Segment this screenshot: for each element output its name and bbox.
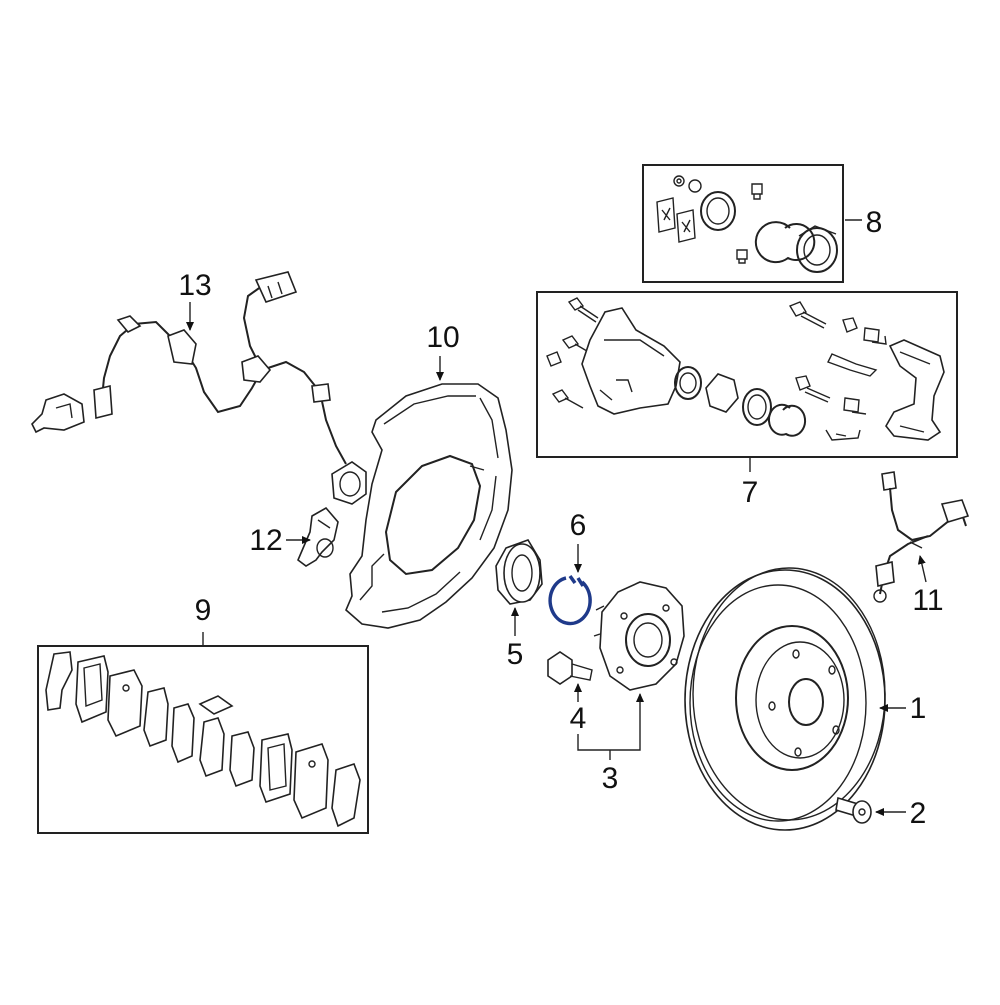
callout-6: 6 xyxy=(570,509,587,542)
part-3-hub[interactable] xyxy=(593,581,685,691)
callout-10: 10 xyxy=(426,321,459,354)
part-9-brake-pad-set[interactable] xyxy=(45,651,361,828)
part-2-rotor-screw[interactable] xyxy=(835,796,872,824)
box-caliper-7 xyxy=(536,291,958,458)
leader-lines xyxy=(186,219,927,816)
part-1-brake-rotor[interactable] xyxy=(684,567,886,831)
callout-1: 1 xyxy=(910,692,927,725)
box-seal-kit-8 xyxy=(642,164,844,283)
part-10-splash-shield[interactable] xyxy=(345,383,513,629)
callout-13: 13 xyxy=(178,269,211,302)
callout-labels: 13 10 8 7 12 6 5 4 3 1 2 11 9 xyxy=(178,206,943,830)
callout-9: 9 xyxy=(195,594,212,627)
callout-3: 3 xyxy=(602,762,619,795)
part-4-hub-bolt[interactable] xyxy=(547,651,593,685)
callout-11: 11 xyxy=(912,584,943,617)
callout-8: 8 xyxy=(866,206,883,239)
part-11-brake-hose[interactable] xyxy=(873,471,970,603)
part-7-caliper-assembly[interactable] xyxy=(546,297,945,441)
part-5-wheel-bearing[interactable] xyxy=(495,539,543,605)
part-6-snap-ring[interactable] xyxy=(548,574,592,626)
callout-12: 12 xyxy=(249,524,282,557)
part-12-speed-sensor[interactable] xyxy=(297,506,339,567)
part-8-seal-kit[interactable] xyxy=(656,175,838,273)
callout-2: 2 xyxy=(910,797,927,830)
callout-4: 4 xyxy=(570,702,587,735)
callout-7: 7 xyxy=(742,476,759,509)
part-13-sensor-harness[interactable] xyxy=(31,271,367,505)
callout-5: 5 xyxy=(507,638,524,671)
